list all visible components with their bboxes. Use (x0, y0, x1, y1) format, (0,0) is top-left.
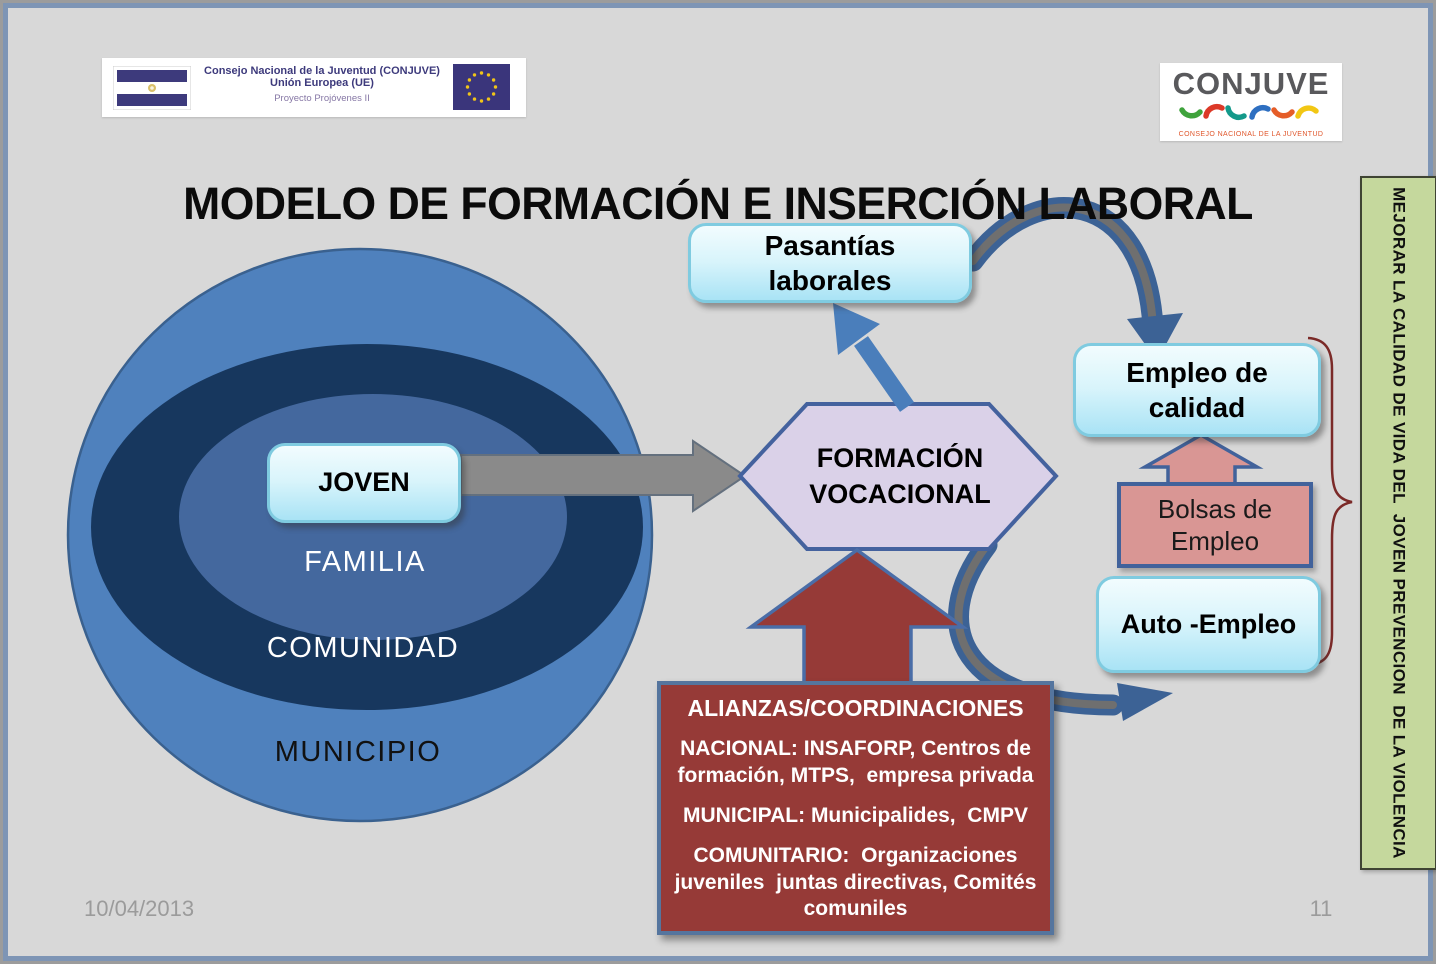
pasantias-box: Pasantías laborales (688, 223, 972, 303)
auto-empleo-label: Auto -Empleo (1120, 608, 1297, 639)
el-salvador-flag-icon (113, 66, 191, 110)
conjuve-logo: CONJUVE CONSEJO NACIONAL DE LA JUVENTUD (1160, 63, 1342, 141)
formacion-label: FORMACIÓN VOCACIONAL (809, 442, 991, 509)
side-banner-text: MEJORAR LA CALIDAD DE VIDA DEL JOVEN PRE… (1389, 187, 1409, 859)
alianzas-comunitario: COMUNITARIO: Organizaciones juveniles ju… (674, 843, 1049, 921)
auto-empleo-box: Auto -Empleo (1096, 576, 1321, 673)
slide: Consejo Nacional de la Juventud (CONJUVE… (3, 3, 1436, 961)
arrow-bolsas-to-empleo (1138, 432, 1264, 489)
banner-line1: Consejo Nacional de la Juventud (CONJUVE… (204, 65, 440, 77)
joven-box: JOVEN (267, 443, 461, 523)
alianzas-municipal: MUNICIPAL: Municipalides, CMPV (683, 803, 1028, 827)
arrowhead-to-empleo (1127, 313, 1183, 361)
slide-date: 10/04/2013 (84, 896, 195, 921)
bolsas-empleo-box: Bolsas de Empleo (1117, 482, 1313, 568)
arrow-formacion-to-pasantias (854, 336, 914, 412)
arrowhead-to-autoempleo (1117, 683, 1173, 721)
municipio-label: MUNICIPIO (274, 736, 442, 768)
alianzas-nacional: NACIONAL: INSAFORP, Centros de formación… (677, 737, 1037, 787)
slide-title: MODELO DE FORMACIÓN E INSERCIÓN LABORAL (183, 178, 1253, 229)
banner-line3: Proyecto Projóvenes II (274, 93, 370, 104)
slide-page-number: 11 (1309, 896, 1333, 921)
empleo-calidad-label: Empleo de calidad (1126, 357, 1268, 423)
alianzas-title: ALIANZAS/COORDINACIONES (687, 695, 1024, 721)
arrowhead-to-pasantias (833, 303, 880, 355)
conjuve-wordmark: CONJUVE (1172, 66, 1330, 101)
arrow-alianzas-to-formacion (745, 547, 969, 689)
empleo-calidad-box: Empleo de calidad (1073, 343, 1321, 437)
familia-label: FAMILIA (304, 546, 426, 578)
conjuve-figures-icon (1179, 103, 1319, 121)
banner-line2: Unión Europea (UE) (270, 77, 374, 89)
eu-flag-icon (453, 64, 510, 110)
conjuve-tagline: CONSEJO NACIONAL DE LA JUVENTUD (1178, 131, 1324, 138)
formacion-hexagon (737, 402, 1059, 551)
comunidad-label: COMUNIDAD (266, 632, 460, 664)
joven-label: JOVEN (318, 467, 410, 498)
banner-text: Consejo Nacional de la Juventud (CONJUVE… (197, 65, 447, 104)
side-banner: MEJORAR LA CALIDAD DE VIDA DEL JOVEN PRE… (1360, 176, 1436, 870)
arrow-formacion-to-autoempleo-core (954, 541, 1117, 709)
pasantias-label: Pasantías laborales (764, 230, 896, 296)
arrow-joven-to-formacion (460, 439, 747, 513)
arrow-pasantias-to-empleo-core (969, 203, 1157, 331)
brace-right (1307, 336, 1353, 667)
header-banner: Consejo Nacional de la Juventud (CONJUVE… (102, 58, 526, 117)
alianzas-box: ALIANZAS/COORDINACIONES NACIONAL: INSAFO… (657, 681, 1054, 935)
bolsas-empleo-label: Bolsas de Empleo (1157, 493, 1273, 557)
